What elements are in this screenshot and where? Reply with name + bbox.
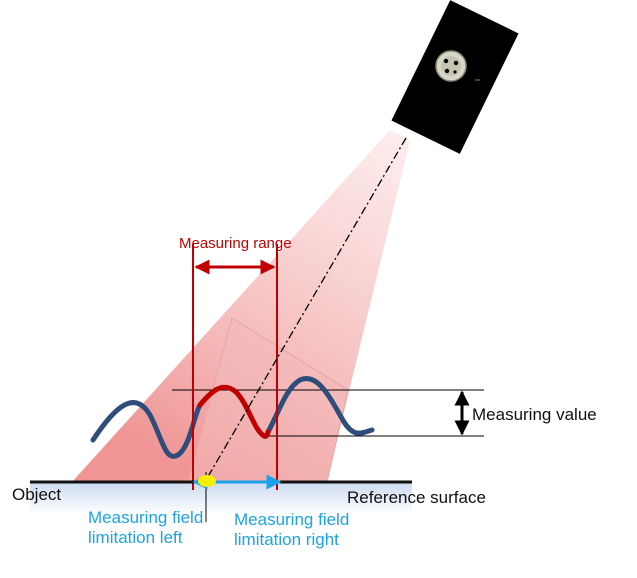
sensor-cable-stub xyxy=(477,16,484,29)
laser-spot-icon xyxy=(198,475,216,487)
measuring-range-label: Measuring range xyxy=(179,235,292,252)
measuring-value-label: Measuring value xyxy=(472,405,597,424)
limit-left-label: Measuring field limitation left xyxy=(88,508,204,547)
object-label: Object xyxy=(12,485,62,504)
object-profile-left xyxy=(90,400,203,459)
limit-right-label: Measuring field limitation right xyxy=(234,510,350,549)
object-profile-right xyxy=(265,376,375,436)
sensor-lens-icon xyxy=(435,50,467,82)
reference-surface-label: Reference surface xyxy=(347,488,486,507)
object-profile-in-range xyxy=(197,384,271,439)
optical-axis xyxy=(205,137,407,481)
